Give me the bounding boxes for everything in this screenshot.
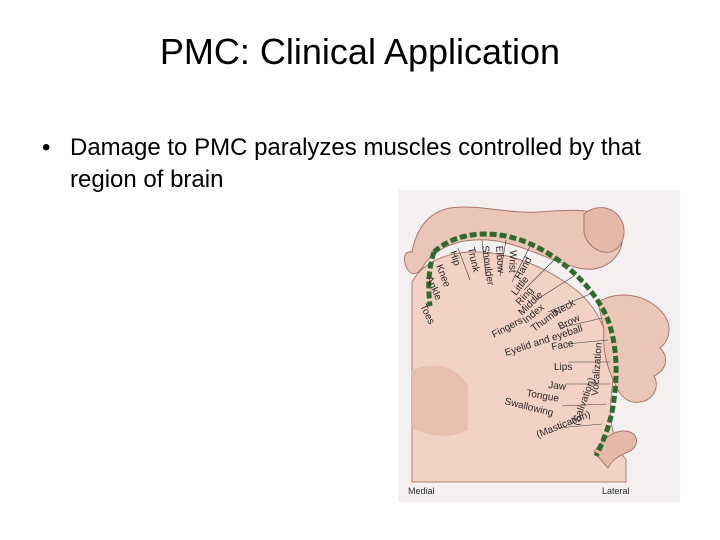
label-wrist: Wrist	[506, 250, 518, 273]
label-vocalization: Vocalization	[590, 342, 605, 396]
white-matter-shade	[412, 365, 468, 436]
bullet-symbol: •	[42, 134, 51, 161]
label-hip: Hip	[447, 250, 462, 268]
label-jaw: Jaw	[548, 380, 568, 393]
bullet-list: • Damage to PMC paralyzes muscles contro…	[42, 132, 682, 196]
label-lips: Lips	[554, 362, 572, 373]
motor-homunculus-figure: Hip Trunk Shoulder Elbow Wrist Hand Knee…	[398, 190, 680, 502]
label-trunk: Trunk	[465, 246, 481, 274]
bullet-item: • Damage to PMC paralyzes muscles contro…	[42, 132, 682, 196]
homunculus-face	[597, 294, 670, 403]
label-elbow: Elbow	[493, 245, 506, 274]
homunculus-illustration: Hip Trunk Shoulder Elbow Wrist Hand Knee…	[398, 190, 680, 502]
motor-strip-band	[432, 231, 619, 458]
label-lateral: Lateral	[602, 486, 630, 496]
homunculus-hand	[583, 207, 625, 253]
slide-title: PMC: Clinical Application	[159, 31, 561, 72]
label-medial: Medial	[408, 486, 435, 496]
bullet-text: Damage to PMC paralyzes muscles controll…	[70, 134, 641, 193]
label-face: Face	[551, 338, 575, 353]
leader-lines	[457, 239, 610, 429]
motor-strip-medial	[426, 251, 437, 307]
